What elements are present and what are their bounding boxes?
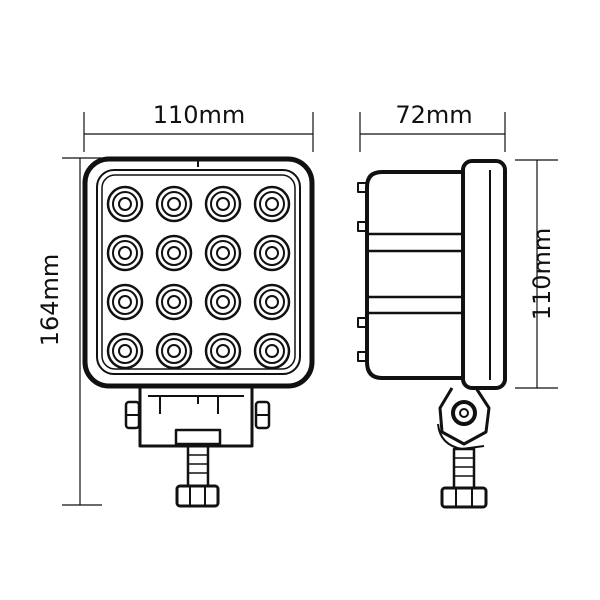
side-height-label: 110mm xyxy=(528,228,556,321)
led-3-3 xyxy=(204,283,242,321)
led-array xyxy=(106,185,291,370)
led-2-4 xyxy=(253,234,291,272)
side-front-bezel xyxy=(461,159,507,390)
front-mounting-bolt xyxy=(175,444,220,508)
side-depth-label: 72mm xyxy=(395,101,472,129)
led-1-1 xyxy=(106,185,144,223)
front-housing-outer xyxy=(82,156,315,389)
led-1-3 xyxy=(204,185,242,223)
front-width-dimension xyxy=(83,112,314,152)
led-1-2 xyxy=(155,185,193,223)
dimension-lines xyxy=(62,112,558,506)
front-bolt-nut xyxy=(175,484,220,508)
front-height-label: 164mm xyxy=(36,254,64,347)
led-4-1 xyxy=(106,332,144,370)
side-housing-body xyxy=(365,170,463,380)
front-view xyxy=(82,156,315,508)
led-2-2 xyxy=(155,234,193,272)
side-height-dimension xyxy=(515,159,558,389)
led-4-3 xyxy=(204,332,242,370)
side-bolt-nut xyxy=(440,486,488,509)
side-mounting-bracket xyxy=(437,387,491,450)
side-mounting-bolt xyxy=(440,447,488,509)
led-1-4 xyxy=(253,185,291,223)
led-2-3 xyxy=(204,234,242,272)
front-lens xyxy=(101,174,296,370)
front-height-dimension xyxy=(62,157,102,506)
front-mounting-bracket xyxy=(124,386,271,448)
front-width-label: 110mm xyxy=(153,101,246,129)
led-3-4 xyxy=(253,283,291,321)
led-3-2 xyxy=(155,283,193,321)
led-2-1 xyxy=(106,234,144,272)
led-3-1 xyxy=(106,283,144,321)
front-housing-bezel xyxy=(96,169,301,375)
side-depth-dimension xyxy=(359,112,506,152)
led-4-2 xyxy=(155,332,193,370)
led-4-4 xyxy=(253,332,291,370)
side-view xyxy=(357,159,507,509)
